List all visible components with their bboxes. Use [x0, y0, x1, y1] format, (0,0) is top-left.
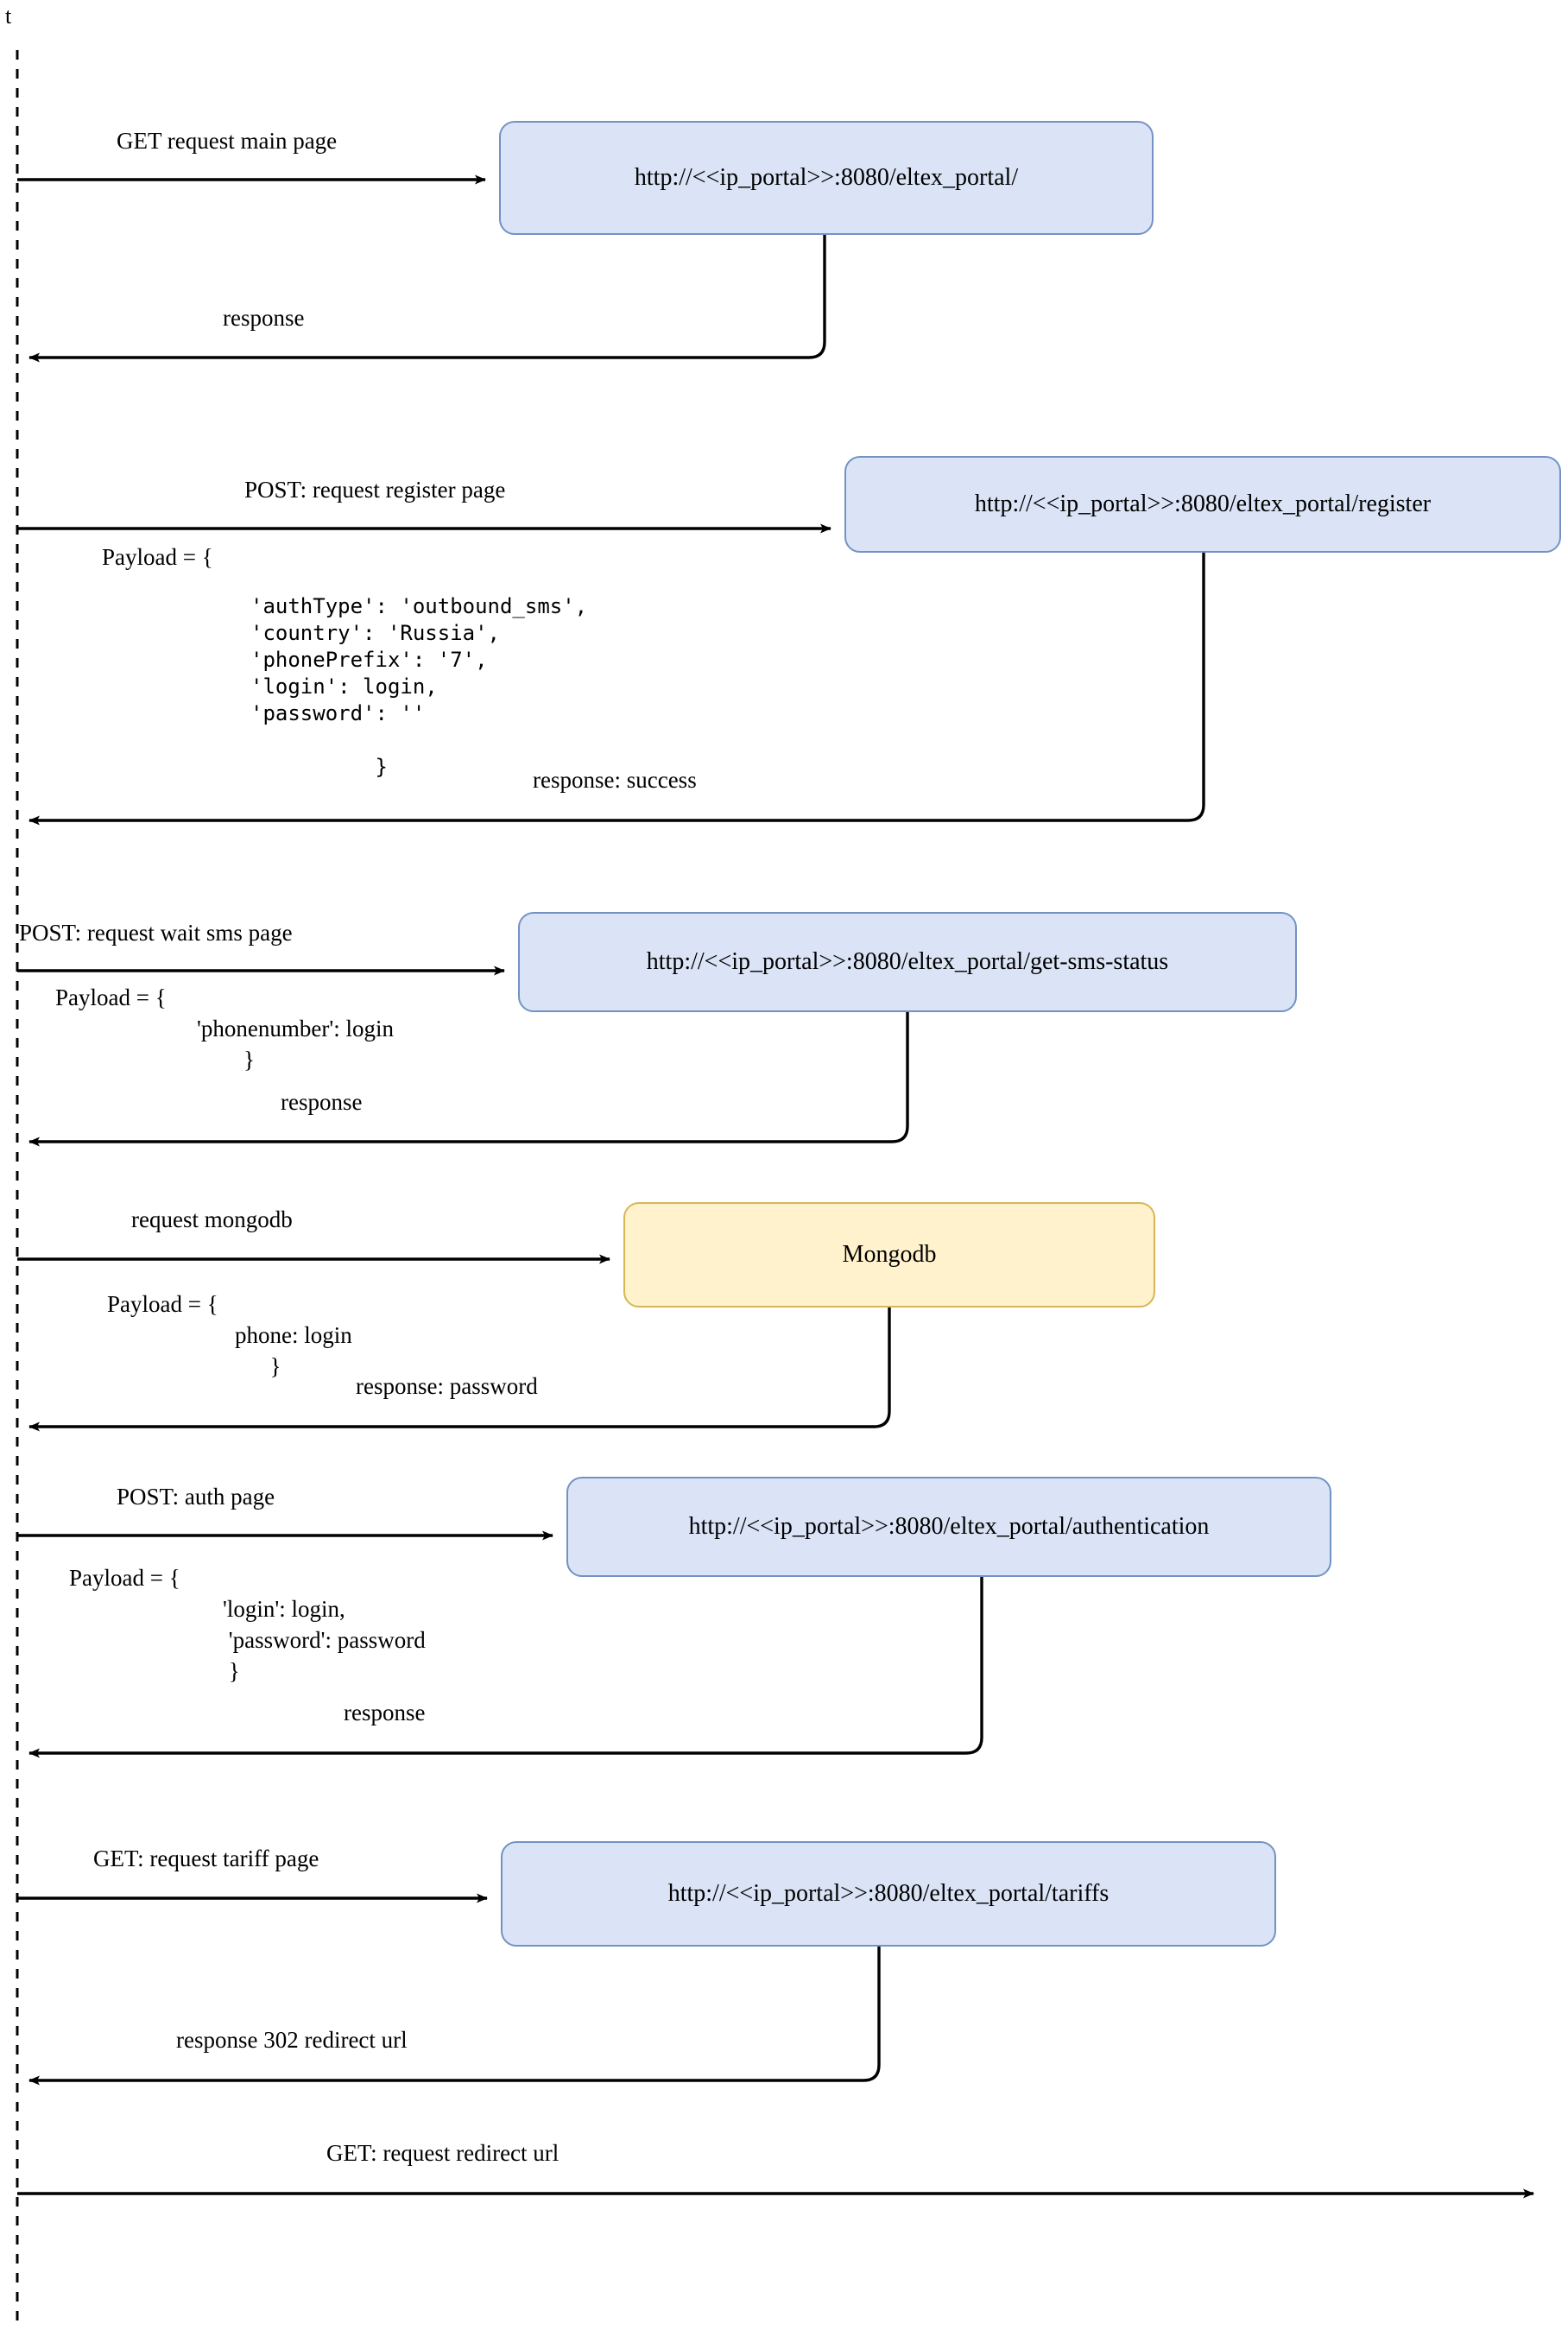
payload-register-line-4: 'password': '' [250, 701, 426, 725]
payload-mongodb-line-0: phone: login [235, 1322, 352, 1348]
payload-register-line-0: 'authType': 'outbound_sms', [250, 594, 588, 618]
payload-auth-line-1: 'password': password [223, 1627, 426, 1653]
return-register-path [28, 553, 1205, 826]
msg-post-wait-sms-label: POST: request wait sms page [19, 920, 293, 946]
node-mongodb[interactable]: Mongodb [623, 1202, 1155, 1307]
msg-response-success-label: response: success [533, 767, 697, 793]
msg-get-tariff-page-label: GET: request tariff page [93, 1846, 319, 1871]
node-authentication-label: http://<<ip_portal>>:8080/eltex_portal/a… [688, 1513, 1210, 1540]
msg-response-302-label: response 302 redirect url [176, 2027, 408, 2053]
node-tariffs-label: http://<<ip_portal>>:8080/eltex_portal/t… [667, 1880, 1110, 1907]
payload-auth-line-2: } [223, 1658, 240, 1684]
msg-get-redirect-url-label: GET: request redirect url [326, 2140, 560, 2166]
msg-response-auth-label: response [344, 1700, 426, 1725]
payload-auth-line-0: 'login': login, [223, 1596, 345, 1622]
node-get-sms-status[interactable]: http://<<ip_portal>>:8080/eltex_portal/g… [518, 912, 1297, 1012]
payload-register-line-3: 'login': login, [250, 674, 438, 699]
node-main-page-label: http://<<ip_portal>>:8080/eltex_portal/ [634, 164, 1019, 191]
node-main-page[interactable]: http://<<ip_portal>>:8080/eltex_portal/ [499, 121, 1154, 235]
msg-get-main-page-label: GET request main page [117, 128, 338, 154]
return-auth-path [28, 1577, 983, 1758]
node-tariffs[interactable]: http://<<ip_portal>>:8080/eltex_portal/t… [501, 1841, 1276, 1947]
node-register[interactable]: http://<<ip_portal>>:8080/eltex_portal/r… [844, 456, 1561, 553]
payload-register-line-2: 'phonePrefix': '7', [250, 648, 488, 672]
payload-mongodb-line-1: } [235, 1353, 281, 1379]
payload-register-line-6: } [250, 755, 388, 779]
node-get-sms-status-label: http://<<ip_portal>>:8080/eltex_portal/g… [646, 948, 1169, 975]
time-axis-label: t [5, 3, 12, 28]
msg-response-password-label: response: password [356, 1373, 538, 1399]
msg-post-register-label: POST: request register page [244, 477, 506, 503]
node-authentication[interactable]: http://<<ip_portal>>:8080/eltex_portal/a… [566, 1477, 1331, 1577]
return-main-path [28, 235, 826, 363]
msg-post-auth-label: POST: auth page [117, 1484, 275, 1510]
node-register-label: http://<<ip_portal>>:8080/eltex_portal/r… [974, 491, 1432, 517]
msg-request-mongodb-label: request mongodb [131, 1206, 293, 1232]
payload-wait-sms-line-1: } [197, 1047, 255, 1073]
payload-mongodb-header: Payload = { [107, 1291, 218, 1317]
return-sms-path [28, 1012, 909, 1147]
return-mongodb-path [28, 1307, 891, 1432]
payload-wait-sms-line-0: 'phonenumber': login [197, 1016, 394, 1042]
msg-response-sms-label: response [281, 1089, 363, 1115]
msg-response-main-label: response [223, 305, 305, 331]
payload-wait-sms-header: Payload = { [55, 985, 167, 1010]
return-tariffs-path [28, 1947, 881, 2086]
node-mongodb-label: Mongodb [842, 1241, 937, 1268]
payload-register-header: Payload = { [102, 544, 213, 570]
payload-auth-header: Payload = { [69, 1565, 180, 1591]
payload-register-line-1: 'country': 'Russia', [250, 621, 500, 645]
